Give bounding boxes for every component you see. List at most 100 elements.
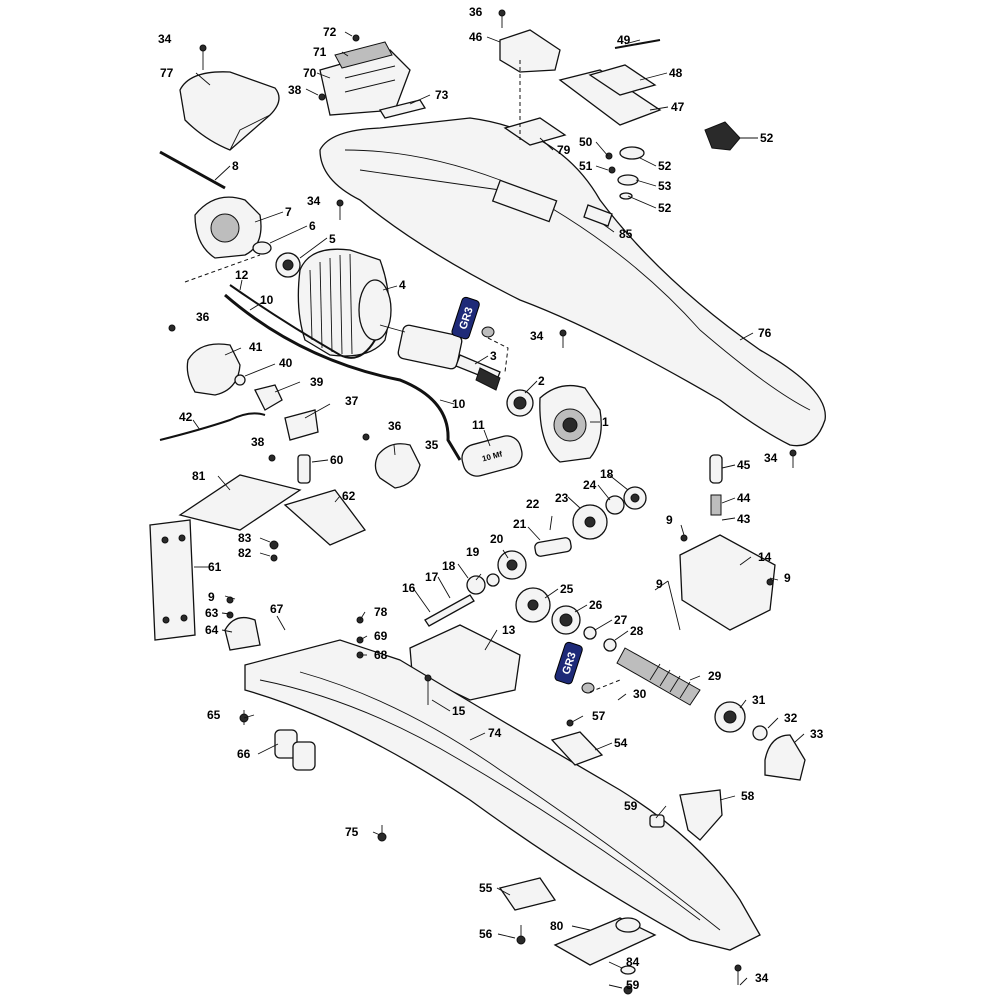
callout-9a: 9 xyxy=(666,513,673,527)
callout-73: 73 xyxy=(435,88,449,102)
callout-37: 37 xyxy=(345,394,359,408)
callout-54: 54 xyxy=(614,736,628,750)
label-85-tag xyxy=(583,204,613,227)
callout-2: 2 xyxy=(538,374,545,388)
encoder-39 xyxy=(254,384,283,411)
callout-28: 28 xyxy=(630,624,644,638)
callout-48: 48 xyxy=(669,66,683,80)
ring-6 xyxy=(252,241,272,255)
callout-71: 71 xyxy=(313,45,327,59)
grease-badge-upper: GR3 xyxy=(451,296,480,340)
callout-9b: 9 xyxy=(656,577,663,591)
callout-57: 57 xyxy=(592,709,606,723)
callout-26: 26 xyxy=(589,598,603,612)
ring-19 xyxy=(486,573,500,587)
callout-55: 55 xyxy=(479,881,493,895)
callout-62: 62 xyxy=(342,489,356,503)
callout-32: 32 xyxy=(784,711,798,725)
callout-78: 78 xyxy=(374,605,388,619)
callout-4: 4 xyxy=(399,278,406,292)
terminal-block xyxy=(319,41,411,116)
washer-84 xyxy=(620,965,636,975)
callout-5: 5 xyxy=(329,232,336,246)
callout-13: 13 xyxy=(502,623,516,637)
bearing-26 xyxy=(551,605,581,635)
callout-16: 16 xyxy=(402,581,416,595)
bearing-18-upper xyxy=(623,486,647,510)
callout-76: 76 xyxy=(758,326,772,340)
gear-housing-flange xyxy=(539,384,602,463)
magnet-disc xyxy=(374,443,421,489)
callout-40: 40 xyxy=(279,356,293,370)
callout-1: 1 xyxy=(602,415,609,429)
callout-43: 43 xyxy=(737,512,751,526)
bearing-5 xyxy=(275,252,301,278)
callout-58: 58 xyxy=(741,789,755,803)
screw-59 xyxy=(649,814,665,828)
callout-34d: 34 xyxy=(764,451,778,465)
release-key xyxy=(617,121,741,200)
callout-49: 49 xyxy=(617,33,631,47)
callout-18a: 18 xyxy=(442,559,456,573)
plunger-45 xyxy=(709,454,723,484)
pin-60 xyxy=(297,454,311,484)
plate-47 xyxy=(558,69,662,126)
callout-80: 80 xyxy=(550,919,564,933)
ring-27 xyxy=(583,626,597,640)
callout-35: 35 xyxy=(425,438,439,452)
callout-72: 72 xyxy=(323,25,337,39)
callout-77: 77 xyxy=(160,66,174,80)
callout-60: 60 xyxy=(330,453,344,467)
callout-67: 67 xyxy=(270,602,284,616)
housing-slot xyxy=(491,179,558,223)
callout-65: 65 xyxy=(207,708,221,722)
block-54 xyxy=(550,731,604,766)
plate-81 xyxy=(178,474,302,531)
callout-45: 45 xyxy=(737,458,751,472)
pin-16-spring-17 xyxy=(424,594,475,627)
callout-18b: 18 xyxy=(600,467,614,481)
callout-10b: 10 xyxy=(452,397,466,411)
callout-46: 46 xyxy=(469,30,483,44)
callout-8: 8 xyxy=(232,159,239,173)
callout-74: 74 xyxy=(488,726,502,740)
callout-17: 17 xyxy=(425,570,439,584)
callout-59b: 59 xyxy=(626,978,640,992)
callout-85: 85 xyxy=(619,227,633,241)
callout-36b: 36 xyxy=(388,419,402,433)
callout-84: 84 xyxy=(626,955,640,969)
gear-23 xyxy=(572,504,608,540)
bearing-18-lower xyxy=(466,575,486,595)
callout-56: 56 xyxy=(479,927,493,941)
plate-55 xyxy=(498,877,557,911)
callout-39: 39 xyxy=(310,375,324,389)
gear-20 xyxy=(497,550,527,580)
callout-7: 7 xyxy=(285,205,292,219)
callout-70: 70 xyxy=(303,66,317,80)
top-cover xyxy=(179,71,280,151)
cable-12 xyxy=(229,284,376,359)
pin-49 xyxy=(614,39,661,49)
encoder-cover xyxy=(186,343,241,396)
gearbox-upper xyxy=(679,534,776,631)
callout-59a: 59 xyxy=(624,799,638,813)
callout-83: 83 xyxy=(238,531,252,545)
bearing-2 xyxy=(506,389,534,417)
housing-cover xyxy=(319,117,826,447)
callout-10a: 10 xyxy=(260,293,274,307)
callout-61: 61 xyxy=(208,560,222,574)
callout-25: 25 xyxy=(560,582,574,596)
spring-44 xyxy=(710,494,722,516)
callout-34e: 34 xyxy=(755,971,769,985)
callout-36c: 36 xyxy=(469,5,483,19)
bracket-33 xyxy=(764,734,806,781)
nut-31 xyxy=(714,701,746,733)
callout-14: 14 xyxy=(758,550,772,564)
callout-52c: 52 xyxy=(658,201,672,215)
callout-79: 79 xyxy=(557,143,571,157)
callout-42: 42 xyxy=(179,410,193,424)
callout-23: 23 xyxy=(555,491,569,505)
callout-27: 27 xyxy=(614,613,628,627)
cable-42 xyxy=(159,412,266,441)
callout-34c: 34 xyxy=(530,329,544,343)
